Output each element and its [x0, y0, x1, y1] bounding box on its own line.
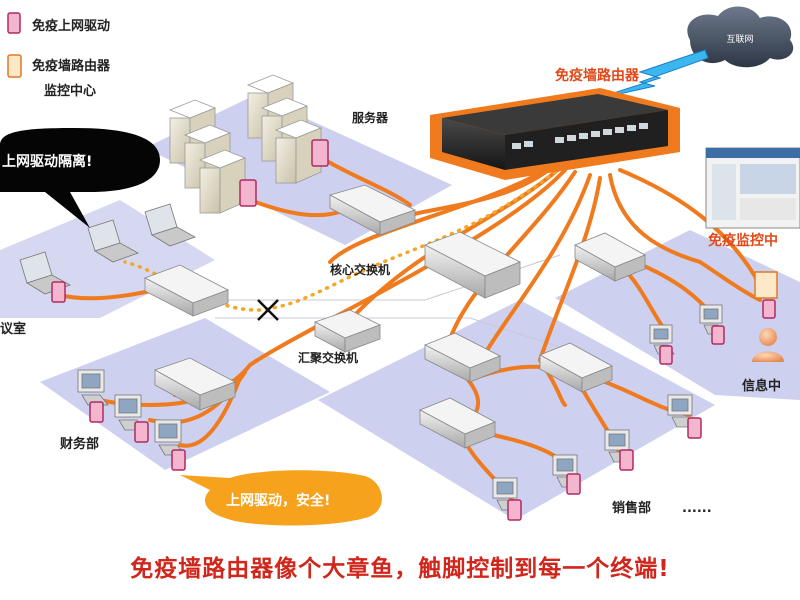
- usb-key-icon: [659, 345, 673, 365]
- immune-wall-router[interactable]: 免疫墙路由器: [430, 67, 680, 180]
- usb-key-icon: [7, 12, 21, 34]
- switch: [328, 184, 417, 236]
- usb-key-icon: [89, 401, 104, 423]
- usb-key-icon: [171, 449, 186, 471]
- legend-item-monitor-center: 监控中心: [44, 83, 96, 99]
- server-group: 服务器: [168, 74, 389, 214]
- legend-item-immune-driver: 免疫上网驱动: [32, 18, 110, 34]
- meeting-room-laptops: [19, 203, 196, 295]
- servers-label: 服务器: [352, 110, 389, 125]
- sales-switch: [424, 332, 501, 383]
- internet-label: 互联网: [726, 34, 753, 45]
- core-switch-label: 核心交换机: [330, 262, 390, 277]
- monitor-center-screen: 免疫监控中: [705, 147, 800, 249]
- isolation-callout: 上网驱动隔离!: [0, 128, 160, 228]
- laptop-icon: [19, 251, 71, 295]
- dotted-link: [123, 170, 557, 312]
- safe-callout-text: 上网驱动，安全!: [226, 492, 330, 509]
- router-icon: [7, 54, 22, 78]
- usb-key-icon: [619, 449, 634, 471]
- dept-label-sales-ellipsis: ......: [682, 501, 712, 516]
- usb-key-icon: [762, 299, 776, 319]
- usb-key-icon: [687, 417, 702, 439]
- desktop-pcs: [77, 304, 725, 511]
- usb-key-icon: [566, 473, 581, 495]
- floor-line: [215, 317, 601, 361]
- usb-key-icon: [134, 421, 149, 443]
- person-icon: [752, 271, 784, 362]
- zone-sales: [318, 300, 715, 520]
- usb-key-icon: [51, 281, 66, 303]
- laptop-icon: [144, 203, 196, 247]
- server-tower: [198, 149, 247, 214]
- bottom-slogan: 免疫墙路由器像个大章鱼，触脚控制到每一个终端!: [130, 555, 670, 582]
- dept-label-finance: 财务部: [60, 436, 99, 452]
- usb-key-icon: [239, 179, 257, 207]
- core-switch: 核心交换机: [330, 231, 521, 299]
- dept-label-meeting-room: 议室: [0, 321, 26, 337]
- usb-key-icon: [711, 325, 725, 345]
- router-label: 免疫墙路由器: [555, 67, 640, 84]
- lightning-icon: [591, 49, 709, 101]
- safe-callout: 上网驱动，安全!: [180, 470, 382, 526]
- usb-key-icon: [507, 499, 522, 521]
- sales-switch: [419, 397, 496, 449]
- monitor-center-label: 免疫监控中: [708, 232, 778, 249]
- laptop-icon: [87, 219, 139, 263]
- dept-label-sales: 销售部: [612, 500, 651, 516]
- dept-label-info-center: 信息中: [742, 378, 781, 394]
- immune-driver-keys: [51, 139, 776, 521]
- aggregation-switch-label: 汇聚交换机: [298, 350, 358, 365]
- internet-cloud: 互联网: [687, 6, 794, 68]
- aggregation-switch: 汇聚交换机: [298, 309, 382, 365]
- meeting-room-switch: [144, 264, 229, 317]
- info-center-switch: [574, 232, 646, 282]
- legend: 免疫上网驱动 免疫墙路由器 监控中心: [7, 12, 111, 99]
- disconnect-x-icon: [257, 299, 279, 321]
- isolation-callout-text: 上网驱动隔离!: [2, 153, 92, 170]
- finance-switch: [154, 357, 236, 411]
- usb-key-icon: [311, 139, 329, 167]
- legend-item-immune-router: 免疫墙路由器: [32, 58, 111, 74]
- desktop-icon: [77, 369, 109, 406]
- sales-switch: [539, 342, 613, 393]
